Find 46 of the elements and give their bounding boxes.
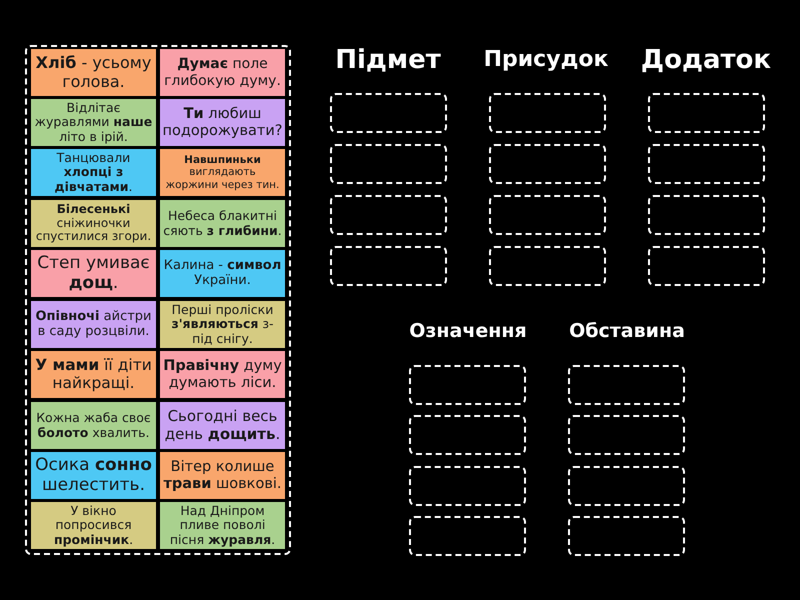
drop-slot: [409, 466, 526, 506]
drop-slot: [568, 516, 685, 556]
drop-slot: [409, 516, 526, 556]
drop-slot: [489, 246, 606, 286]
sentence-card: Вітер колише трави шовкові.: [160, 452, 285, 499]
drop-slot: [409, 365, 526, 405]
column-heading: Обставина: [569, 320, 685, 342]
card-tray: [25, 45, 291, 555]
sentence-card: Опівночі айстри в саду розцвіли.: [31, 301, 156, 348]
column-heading: Означення: [409, 320, 527, 342]
drop-slot: [568, 415, 685, 455]
column-heading: Підмет: [335, 45, 441, 75]
drop-slot: [489, 195, 606, 235]
drop-slot: [330, 195, 447, 235]
sentence-card: Думає поле глибокую думу.: [160, 49, 285, 96]
sentence-card: Сьогодні весь день дощить.: [160, 402, 285, 449]
column-heading: Присудок: [484, 47, 608, 72]
drop-slot: [568, 365, 685, 405]
drop-slot: [330, 246, 447, 286]
sentence-card: У мами її діти найкращі.: [31, 351, 156, 398]
sentence-card: У вікно попросився промінчик.: [31, 502, 156, 549]
sentence-card: Калина - символ України.: [160, 250, 285, 297]
sentence-card: Навшпиньки виглядають жоржини через тин.: [160, 149, 285, 196]
drop-slot: [409, 415, 526, 455]
sentence-card: Над Дніпром пливе поволі пісня журавля.: [160, 502, 285, 549]
drop-slot: [648, 144, 765, 184]
sentence-card: Відлітає журавлями наше літо в ірій.: [31, 99, 156, 146]
drop-slot: [330, 144, 447, 184]
drop-slot: [648, 246, 765, 286]
sentence-card: Хліб - усьому голова.: [31, 49, 156, 96]
drop-slot: [648, 93, 765, 133]
drop-slot: [489, 144, 606, 184]
drop-slot: [489, 93, 606, 133]
sentence-card: Небеса блакитні сяють з глибини.: [160, 200, 285, 247]
sentence-card: Правічну думу думають ліси.: [160, 351, 285, 398]
sentence-card: Осика сонно шелестить.: [31, 452, 156, 499]
drop-slot: [648, 195, 765, 235]
sentence-card: Білесенькі сніжиночки спустилися згори.: [31, 200, 156, 247]
sentence-card: Кожна жаба своє болото хвалить.: [31, 402, 156, 449]
sentence-card: Танцювали хлопці з дівчатами.: [31, 149, 156, 196]
sentence-card: Ти любиш подорожувати?: [160, 99, 285, 146]
drop-slot: [568, 466, 685, 506]
drop-slot: [330, 93, 447, 133]
sentence-card: Перші проліски з'являються з-під снігу.: [160, 301, 285, 348]
column-heading: Додаток: [640, 45, 772, 75]
sentence-card: Степ умиває дощ.: [31, 250, 156, 297]
